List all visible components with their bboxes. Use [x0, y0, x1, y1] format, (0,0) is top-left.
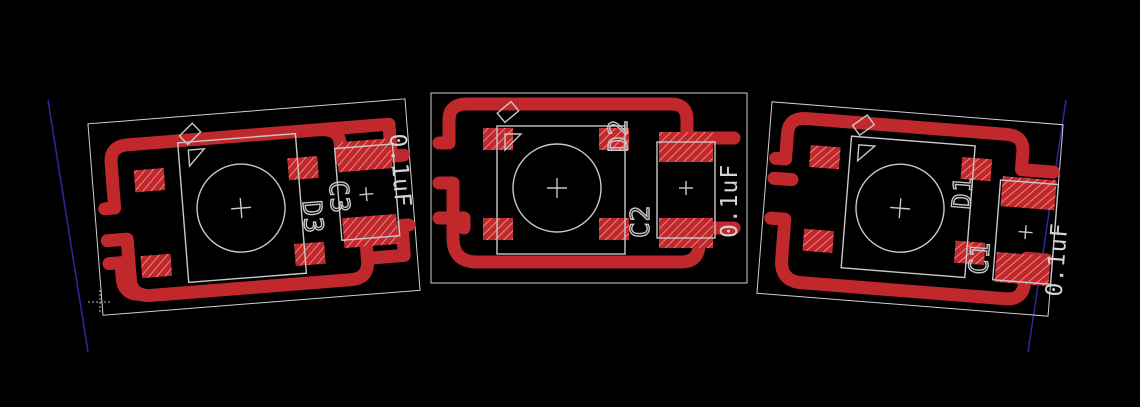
origin-crosshair-icon: [88, 290, 112, 314]
ref-designator-cap: C1: [964, 240, 997, 276]
cap-value-label: 0.1uF: [384, 133, 416, 209]
copper-traces: [764, 112, 1060, 306]
board-center[interactable]: D2 C2 0.1uF: [430, 92, 748, 284]
led-silkscreen: [176, 122, 401, 284]
copper-traces: [98, 117, 416, 302]
led-silkscreen: [840, 114, 1060, 286]
board-left[interactable]: D3 C3 0.1uF: [87, 98, 422, 316]
guide-line-left: [47, 99, 89, 353]
ref-designator-led: D1: [947, 175, 980, 211]
cap-value-label: 0.1uF: [1042, 222, 1074, 298]
copper-pads: [483, 128, 713, 248]
board-outline: [430, 92, 748, 284]
guide-line-right: [1027, 99, 1067, 353]
ref-designator-led: D3: [296, 199, 329, 235]
copper-pads: [133, 138, 399, 279]
ref-designator-cap: C3: [322, 179, 355, 215]
ref-designator-led: D2: [604, 119, 634, 152]
copper-pads: [802, 145, 1057, 287]
cap-value-label: 0.1uF: [717, 164, 743, 238]
copper-traces: [432, 97, 741, 269]
led-silkscreen: [496, 100, 716, 255]
ref-designator-cap: C2: [626, 205, 656, 238]
board-outline: [87, 98, 421, 316]
board-right[interactable]: D1 C1 0.1uF: [756, 101, 1081, 318]
